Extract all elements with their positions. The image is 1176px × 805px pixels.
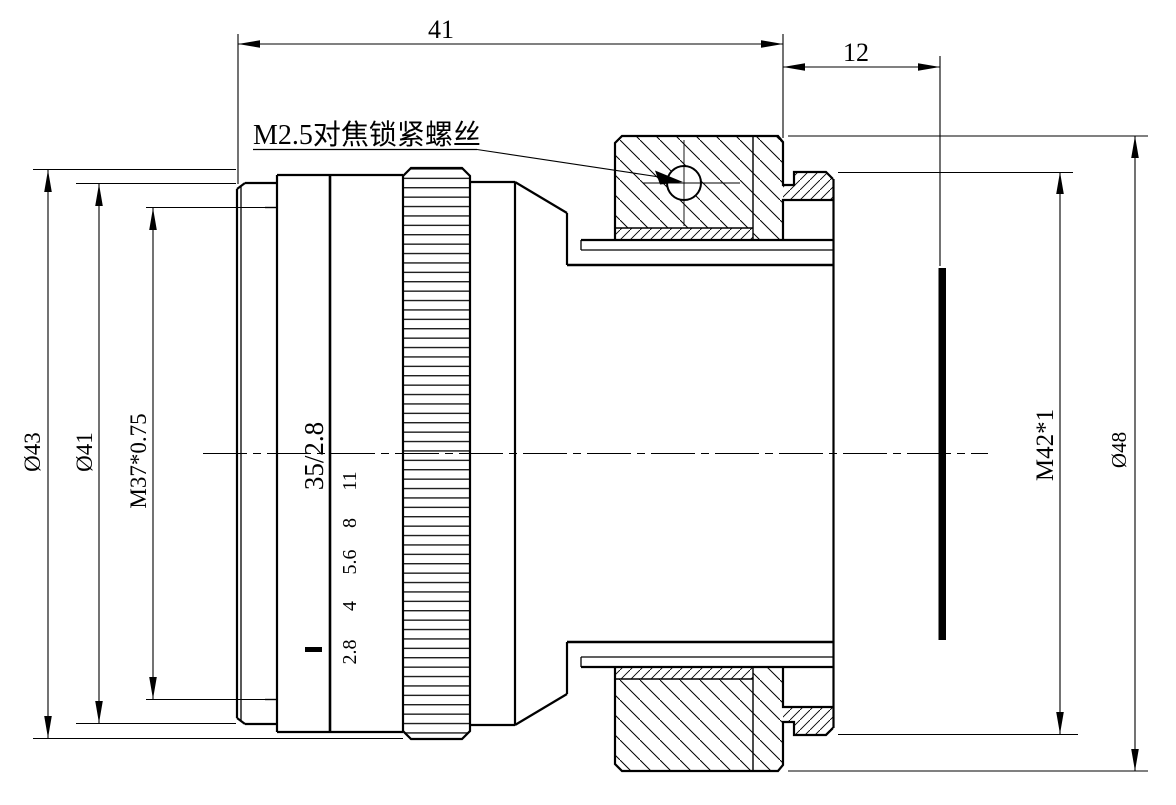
dim-focus-ring-diameter-value: Ø43: [20, 432, 45, 472]
dimensions: 41 12 Ø43 Ø41: [20, 15, 1148, 772]
dim-rear-mount-thread-value: M42*1: [1032, 409, 1059, 481]
barrel-markings: 35/2.8 2.8 4 5.6 8 11: [299, 422, 361, 665]
lock-collar-bottom: [613, 667, 834, 773]
arrowhead: [1131, 749, 1139, 771]
dim-flange-diameter-value: Ø48: [1107, 432, 1131, 468]
aperture-mark-4: 4: [339, 601, 361, 611]
callout-lock-screw: M2.5对焦锁紧螺丝: [253, 119, 683, 185]
dim-rear-length: 12: [783, 38, 941, 266]
dim-front-filter-thread: M37*0.75: [126, 206, 265, 701]
dim-front-filter-thread-value: M37*0.75: [126, 413, 151, 508]
name-ring: [277, 173, 403, 734]
rear-cone: [470, 180, 569, 727]
arrowhead: [761, 40, 783, 48]
aperture-mark-8: 8: [339, 518, 361, 528]
dim-flange-diameter: Ø48: [788, 135, 1148, 772]
aperture-index-mark: [305, 647, 322, 652]
arrowhead: [95, 184, 103, 206]
arrowhead: [1131, 136, 1139, 158]
arrowhead: [149, 208, 157, 230]
lens-body: [203, 134, 988, 773]
focus-ring-knurl: [401, 166, 472, 741]
callout-label: M2.5对焦锁紧螺丝: [253, 119, 481, 151]
leader-arrowhead: [655, 170, 683, 185]
lock-collar-top: [613, 134, 834, 240]
image-plane-bar: [938, 268, 946, 640]
dim-rear-length-value: 12: [843, 38, 869, 67]
dim-focus-ring-diameter: Ø43: [20, 168, 403, 740]
dim-front-ring-diameter: Ø41: [72, 182, 236, 725]
arrowhead: [1056, 172, 1064, 194]
front-bezel: [235, 175, 279, 732]
dim-rear-mount-thread: M42*1: [838, 171, 1078, 736]
arrowhead: [44, 170, 52, 192]
aperture-mark-2_8: 2.8: [339, 640, 361, 665]
arrowhead: [149, 677, 157, 699]
arrowhead: [44, 716, 52, 738]
dim-front-ring-diameter-value: Ø41: [72, 432, 97, 472]
arrowhead: [95, 701, 103, 723]
lens-spec-marking: 35/2.8: [299, 422, 329, 490]
arrowhead: [238, 40, 260, 48]
arrowhead: [918, 63, 940, 71]
dim-total-length-value: 41: [428, 15, 454, 44]
aperture-mark-5_6: 5.6: [339, 550, 361, 575]
dim-total-length: 41: [237, 15, 784, 184]
arrowhead: [783, 63, 805, 71]
aperture-mark-11: 11: [339, 471, 361, 490]
arrowhead: [1056, 712, 1064, 734]
